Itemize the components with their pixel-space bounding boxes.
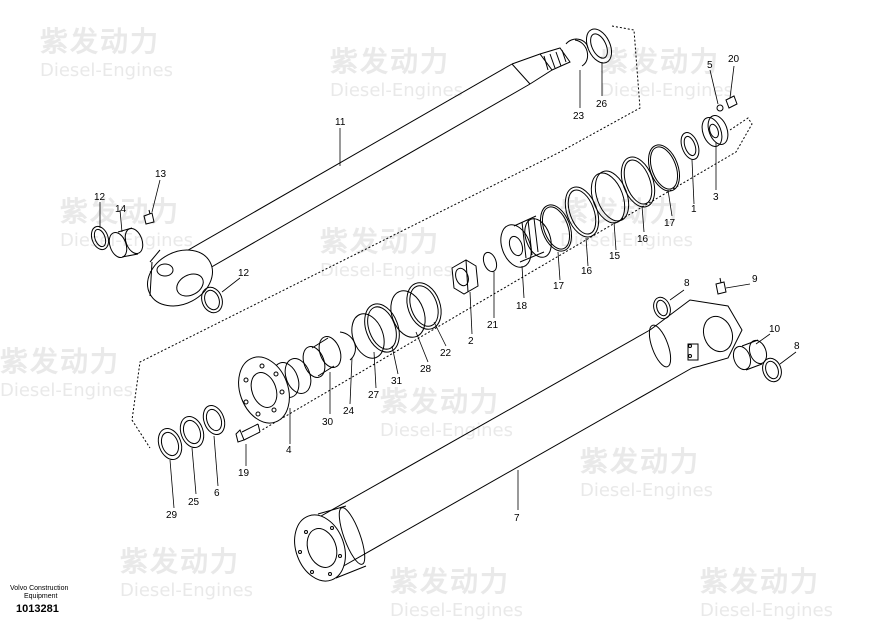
seal-part-29 (157, 428, 183, 460)
seal-part-22 (406, 282, 442, 330)
seal-part-25 (179, 416, 205, 448)
ring-part-21 (482, 251, 498, 273)
callout-16b: 16 (581, 266, 593, 277)
seal-part-6 (202, 404, 226, 436)
cylinder-head-part-4 (238, 356, 312, 424)
piston-part-18 (500, 215, 552, 268)
callout-7: 7 (514, 513, 520, 524)
callout-3: 3 (713, 192, 719, 203)
bolt-part-20 (725, 95, 738, 109)
callout-13: 13 (155, 169, 167, 180)
seal-part-16a (620, 156, 656, 208)
callout-30: 30 (322, 417, 334, 428)
callout-1: 1 (691, 204, 697, 215)
nut-part-3 (701, 115, 729, 147)
callout-17b: 17 (553, 281, 565, 292)
callout-11: 11 (335, 117, 346, 128)
callout-12b: 12 (238, 268, 250, 279)
document-number: 1013281 (16, 603, 59, 615)
bushing-part-10 (732, 339, 768, 371)
nut-part-2 (451, 259, 479, 295)
callout-22: 22 (440, 348, 452, 359)
callout-20: 20 (728, 54, 740, 65)
callout-9: 9 (752, 274, 758, 285)
caption-line-2: Equipment (24, 593, 58, 600)
assembly-outline-top (131, 25, 641, 449)
grease-nipple-part-13 (143, 209, 155, 225)
callout-14: 14 (115, 204, 127, 215)
piston-rod-part (147, 47, 571, 307)
callout-16a: 16 (637, 234, 649, 245)
seal-part-17b (539, 204, 573, 252)
assembly-outline-right (261, 117, 753, 431)
ring-part-1 (680, 132, 700, 160)
bushing-part-14 (108, 227, 144, 259)
seal-part-8b (762, 357, 782, 383)
callout-6: 6 (214, 488, 220, 499)
callout-15: 15 (609, 251, 621, 262)
seal-part-31 (364, 303, 400, 353)
callout-5: 5 (707, 60, 713, 71)
callout-26: 26 (596, 99, 608, 110)
caption-line-1: Volvo Construction (10, 585, 69, 592)
seal-part-15 (590, 170, 630, 224)
callout-27: 27 (368, 390, 380, 401)
leader-lines (99, 62, 797, 510)
callout-labels: 11 23 26 13 12 14 12 5 20 3 1 17 16 15 1… (94, 54, 800, 524)
seal-part-28 (390, 290, 426, 338)
seal-part-12a (90, 225, 110, 251)
seal-part-8a (653, 296, 671, 320)
cylinder-tube-part-7 (294, 299, 743, 582)
ring-part-24 (339, 331, 356, 361)
callout-12a: 12 (94, 192, 106, 203)
callout-25: 25 (188, 497, 200, 508)
callout-31: 31 (391, 376, 403, 387)
callout-21: 21 (487, 320, 499, 331)
callout-18: 18 (516, 301, 528, 312)
callout-23: 23 (573, 111, 585, 122)
callout-28: 28 (420, 364, 432, 375)
bushing-part-30 (302, 336, 342, 378)
callout-19: 19 (238, 468, 250, 479)
callout-24: 24 (343, 406, 355, 417)
callout-10: 10 (769, 324, 781, 335)
callout-8b: 8 (794, 341, 800, 352)
seal-part-17a (647, 144, 681, 192)
callout-17a: 17 (664, 218, 676, 229)
callout-4: 4 (286, 445, 292, 456)
seal-part-16b (564, 186, 600, 238)
washer-part-26 (585, 28, 613, 64)
callout-2: 2 (468, 336, 474, 347)
seal-part-12b (201, 286, 223, 314)
set-screw-part-5 (716, 104, 724, 112)
publisher-caption: Volvo Construction Equipment (10, 585, 68, 601)
bolt-part-19 (235, 423, 261, 443)
grease-nipple-part-9 (715, 277, 727, 295)
callout-29: 29 (166, 510, 178, 521)
callout-8a: 8 (684, 278, 690, 289)
